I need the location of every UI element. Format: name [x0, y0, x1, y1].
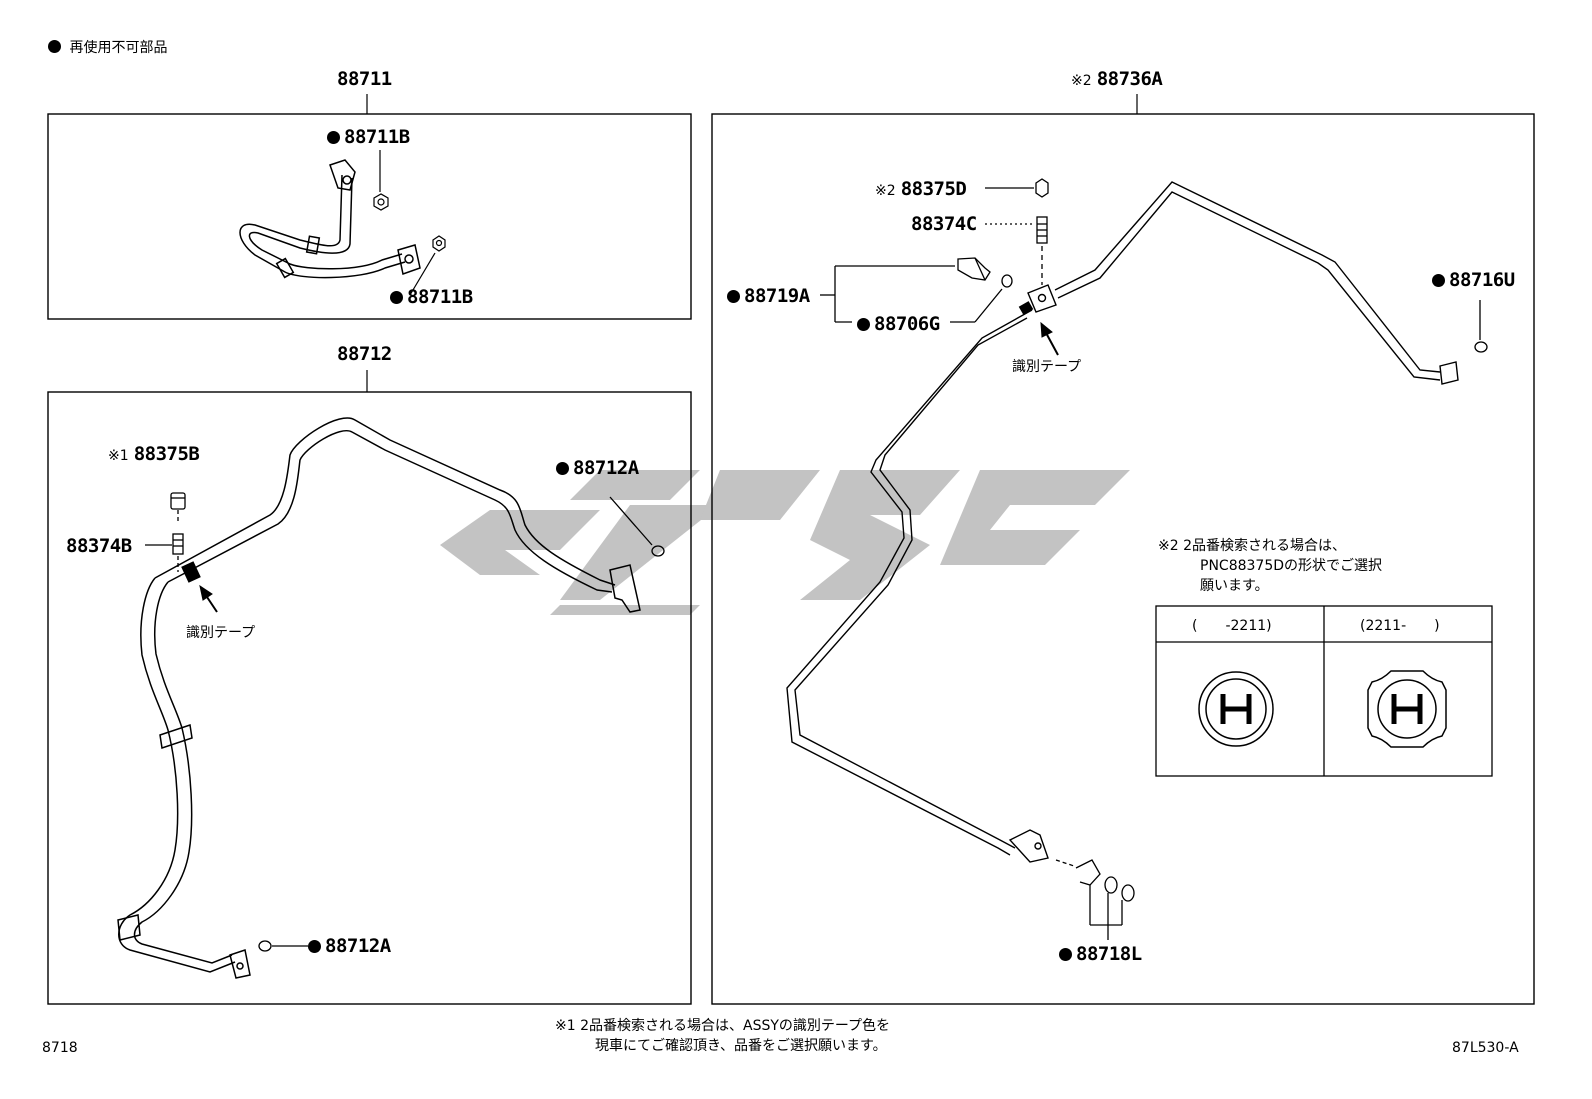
table-header-after: (2211- ): [1360, 618, 1440, 634]
bullet-icon: [857, 318, 870, 331]
part-label-88716U: 88716U: [1432, 269, 1515, 291]
tape-label-left: 識別テープ: [186, 625, 256, 641]
bullet-icon: [390, 291, 403, 304]
valve-88374C: [985, 216, 1048, 285]
hose-88712: [117, 417, 641, 979]
cap-shape-lobed-icon: [1367, 670, 1447, 748]
figure-code: 87L530-A: [1452, 1040, 1519, 1056]
legend: 再使用不可部品: [48, 37, 167, 57]
footnote: ※1 2品番検索される場合は、ASSYの識別テープ色を 現車にてご確認頂き、品番…: [555, 1018, 891, 1054]
frame-88711: [47, 113, 692, 320]
watermark-logo: [440, 470, 1130, 615]
page-code: 8718: [42, 1040, 78, 1056]
part-label-88712A-top: 88712A: [556, 457, 639, 479]
cap-88375B: [170, 492, 186, 522]
hose-88711: [239, 159, 421, 279]
cap-shape-round-icon: [1198, 671, 1274, 747]
table-header-before: ( -2211): [1192, 618, 1272, 634]
cap-88375D: [985, 178, 1049, 198]
group-title-88736A: ※2 88736A: [1071, 68, 1163, 90]
part-label-88374B: 88374B: [66, 535, 132, 557]
frame-88712: [47, 391, 692, 1005]
tape-arrow-right: [1040, 321, 1059, 356]
bullet-icon: [1432, 274, 1445, 287]
bullet-icon: [308, 940, 321, 953]
bullet-icon: [556, 462, 569, 475]
bullet-icon: [727, 290, 740, 303]
bullet-icon: [327, 131, 340, 144]
shape-table: [1155, 605, 1493, 777]
nut-88711B-a: [373, 150, 389, 211]
oring-88716U: [1474, 300, 1488, 353]
part-label-88711B-top: 88711B: [327, 126, 410, 148]
part-label-88719A: 88719A: [727, 285, 810, 307]
part-label-88711B-bottom: 88711B: [390, 286, 473, 308]
group-title-88712: 88712: [337, 343, 392, 365]
pipe-88736A: [786, 181, 1459, 863]
oring-88712A-top: [609, 496, 665, 557]
frame-88736A: [711, 113, 1535, 1005]
part-label-88706G: 88706G: [857, 313, 940, 335]
part-label-88718L: 88718L: [1059, 943, 1142, 965]
tape-label-right: 識別テープ: [1012, 359, 1082, 375]
bullet-icon: [48, 40, 61, 53]
nut-88711B-b: [409, 235, 446, 296]
legend-text: 再使用不可部品: [69, 40, 168, 56]
part-label-88374C: 88374C: [911, 213, 977, 235]
part-label-88375D: ※2 88375D: [875, 178, 967, 200]
group-title-88711: 88711: [337, 68, 392, 90]
part-label-88375B: ※1 88375B: [108, 443, 200, 465]
oring-88712A-bottom: [258, 940, 308, 952]
shape-note: ※2 2品番検索される場合は、 PNC88375Dの形状でご選択 願います。: [1158, 538, 1383, 594]
switch-88719A: [820, 257, 1013, 323]
clip-88718L: [1055, 859, 1135, 940]
tape-arrow-left: [199, 584, 218, 613]
bullet-icon: [1059, 948, 1072, 961]
part-label-88712A-bottom: 88712A: [308, 935, 391, 957]
valve-88374B: [145, 533, 184, 572]
